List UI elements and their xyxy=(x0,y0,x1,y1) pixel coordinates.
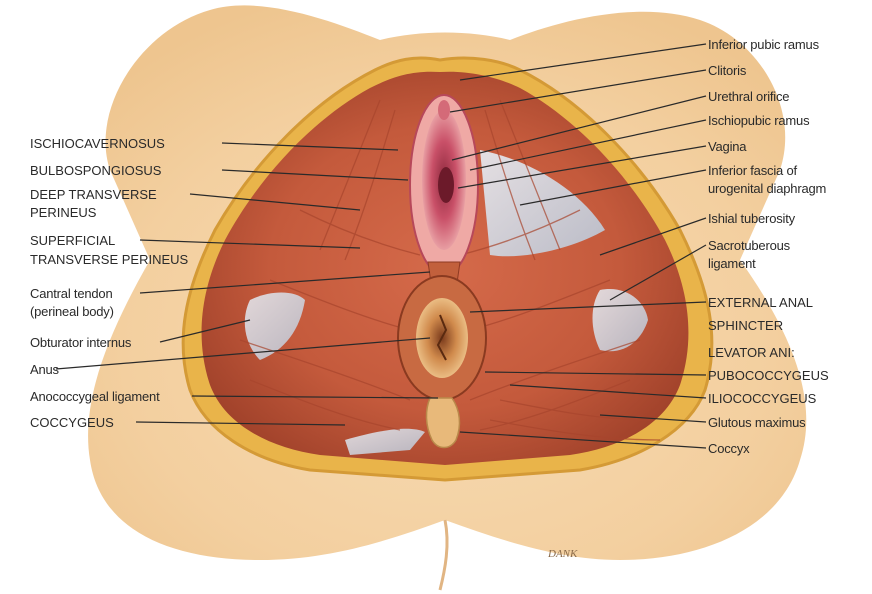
label-coccygeus: COCCYGEUS xyxy=(30,415,114,430)
label-deep-transverse-1: DEEP TRANSVERSE xyxy=(30,187,157,202)
label-ischial-tuberosity: Ishial tuberosity xyxy=(708,211,795,226)
label-ischiopubic-ramus: Ischiopubic ramus xyxy=(708,113,809,128)
label-urethral-orifice: Urethral orifice xyxy=(708,89,789,104)
label-superficial-1: SUPERFICIAL xyxy=(30,233,115,248)
vulva xyxy=(410,95,478,275)
label-central-tendon-1: Cantral tendon xyxy=(30,286,112,301)
label-ischiocavernosus: ISCHIOCAVERNOSUS xyxy=(30,136,165,151)
label-anus: Anus xyxy=(30,362,59,377)
label-superficial-2: TRANSVERSE PERINEUS xyxy=(30,252,188,267)
label-bulbospongiosus: BULBOSPONGIOSUS xyxy=(30,163,161,178)
label-sacrotuberous-2: ligament xyxy=(708,256,756,271)
label-vagina: Vagina xyxy=(708,139,746,154)
label-central-tendon-2: (perineal body) xyxy=(30,304,114,319)
label-coccyx: Coccyx xyxy=(708,441,749,456)
label-inferior-pubic-ramus: Inferior pubic ramus xyxy=(708,37,819,52)
label-clitoris: Clitoris xyxy=(708,63,746,78)
label-deep-transverse-2: PERINEUS xyxy=(30,205,96,220)
label-gluteus-maximus: Glutous maximus xyxy=(708,415,805,430)
label-external-anal-2: SPHINCTER xyxy=(708,318,783,333)
label-inferior-fascia-1: Inferior fascia of xyxy=(708,163,797,178)
label-iliococcygeus: ILIOCOCCYGEUS xyxy=(708,391,816,406)
label-inferior-fascia-2: urogenital diaphragm xyxy=(708,181,826,196)
label-obturator-internus: Obturator internus xyxy=(30,335,131,350)
label-pubococcygeus: PUBOCOCCYGEUS xyxy=(708,368,829,383)
label-external-anal-1: EXTERNAL ANAL xyxy=(708,295,813,310)
anal-sphincter xyxy=(398,276,486,400)
label-sacrotuberous-1: Sacrotuberous xyxy=(708,238,790,253)
label-anococcygeal-ligament: Anococcygeal ligament xyxy=(30,389,160,404)
artist-signature: DANK xyxy=(548,548,577,560)
coccyx-bone xyxy=(426,398,459,448)
label-levator-ani: LEVATOR ANI: xyxy=(708,345,795,360)
